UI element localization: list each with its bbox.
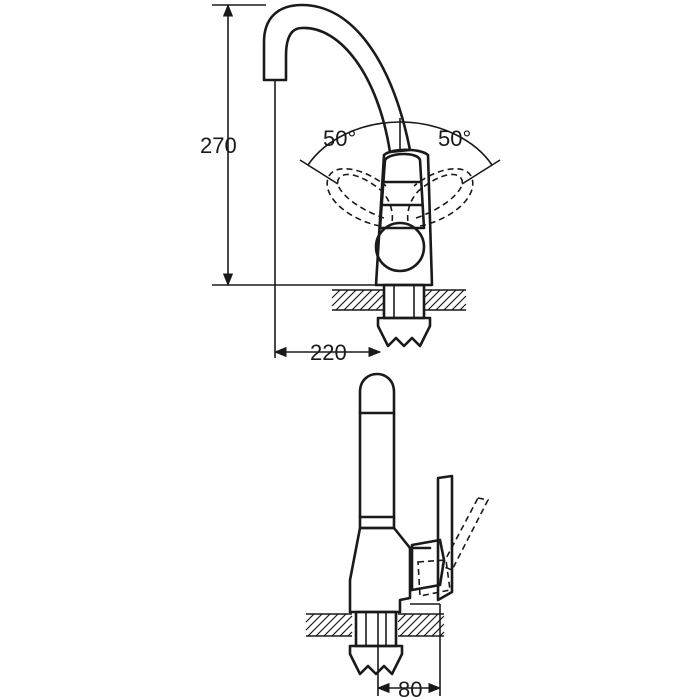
side-countertop [305,613,445,637]
front-body [374,148,434,287]
side-handle [436,474,454,602]
side-view: 80 [305,372,490,700]
side-nut [348,644,404,676]
front-countertop [331,289,467,311]
height-label: 270 [200,133,237,158]
front-shank [382,283,426,320]
angle-arc-left [307,121,401,166]
front-view: 50° 50° 270 220 [200,3,501,365]
side-spout [358,372,396,530]
side-handle-alt [440,497,490,572]
handle-right-position [406,173,463,223]
front-handle [378,152,426,230]
offset-label: 80 [398,677,422,700]
side-shank [354,610,398,648]
angle-right-label: 50° [438,126,471,151]
handle-left-position [337,173,394,223]
side-body [348,526,412,614]
angle-arc-right [399,121,493,166]
front-cartridge [374,221,426,273]
front-nut [376,316,432,348]
angle-left-label: 50° [323,126,356,151]
reach-label: 220 [310,340,347,365]
